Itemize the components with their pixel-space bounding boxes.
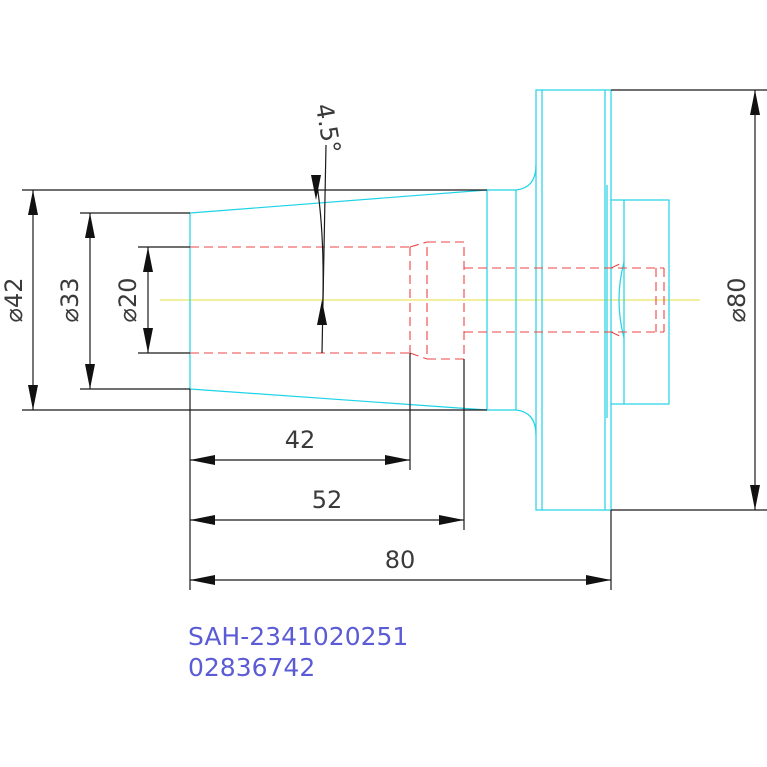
part-code-line2: 02836742 xyxy=(188,653,315,682)
length-42-label: 42 xyxy=(285,426,316,454)
part-code-line1: SAH-2341020251 xyxy=(188,622,408,651)
diameter-80-label: ⌀80 xyxy=(723,278,751,323)
diameter-33-label: ⌀33 xyxy=(56,278,84,323)
part-outline xyxy=(189,89,670,511)
angle-label: 4.5° xyxy=(310,101,346,155)
diameter-20-label: ⌀20 xyxy=(114,278,142,323)
diameter-42-label: ⌀42 xyxy=(0,278,28,323)
extension-lines xyxy=(22,89,767,590)
dimension-lines xyxy=(28,90,760,585)
hidden-bore xyxy=(190,241,665,360)
length-80-label: 80 xyxy=(385,546,416,574)
length-52-label: 52 xyxy=(312,486,343,514)
